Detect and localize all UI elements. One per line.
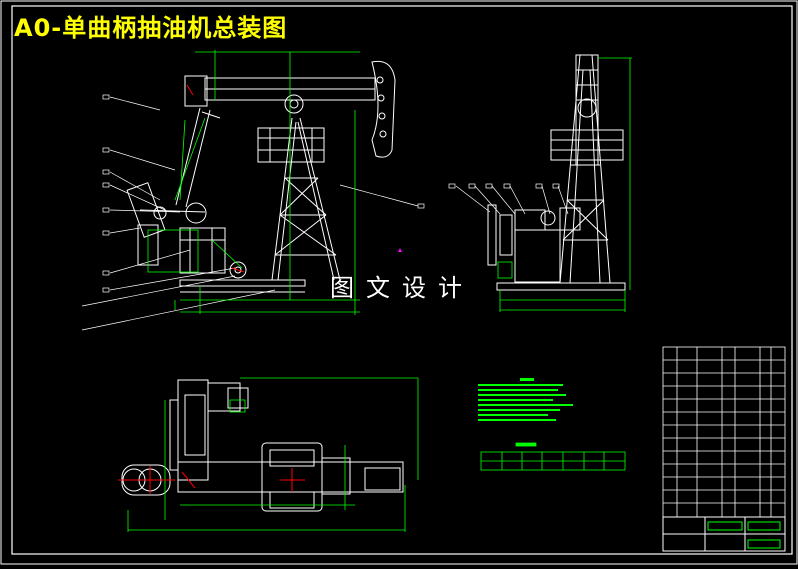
inner-border (11, 5, 793, 555)
front-view-center-marks (186, 84, 245, 273)
drawing-title: A0-单曲柄抽油机总装图 (14, 14, 288, 42)
samson-post-leg-right (299, 117, 341, 281)
top-view-center-marks (118, 466, 305, 494)
side-reducer (514, 209, 546, 231)
side-post-left (559, 54, 581, 284)
side-view-dimensions (497, 57, 632, 312)
front-view (81, 60, 425, 331)
plan-horse-head (364, 467, 401, 491)
parameter-table-title (515, 442, 537, 447)
brake-drum (229, 261, 247, 279)
top-view (121, 379, 404, 512)
crank-pin (185, 202, 207, 224)
technical-requirements (478, 378, 573, 421)
top-view-dimensions (127, 377, 419, 532)
parts-list (662, 346, 786, 518)
gear-reducer (179, 227, 226, 274)
title-block (662, 516, 786, 552)
equalizer (184, 75, 208, 107)
horse-head (371, 60, 396, 158)
leader-lines (81, 94, 425, 331)
samson-post-leg-left (271, 117, 293, 281)
watermark: 图文设计 (330, 274, 474, 302)
insertion-marker (398, 248, 402, 252)
side-view (448, 54, 626, 291)
front-view-dimensions (147, 50, 360, 315)
side-platform (550, 129, 624, 161)
platform (257, 127, 325, 163)
tech-req-heading (520, 378, 534, 381)
side-beam (575, 54, 599, 166)
side-base (496, 282, 626, 291)
base-skid (179, 279, 306, 287)
pitman-arm (175, 107, 201, 206)
parameter-table (480, 442, 626, 471)
side-brake-wheel (487, 204, 497, 266)
saddle-bearing (284, 94, 304, 114)
side-post-right (591, 54, 611, 284)
